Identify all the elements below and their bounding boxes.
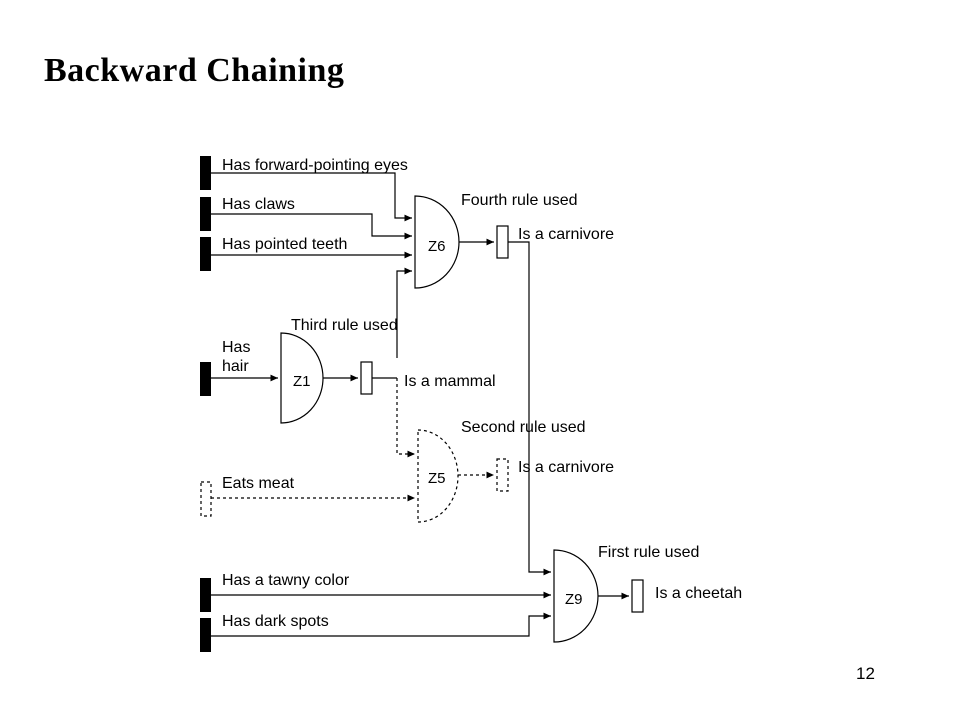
fact-label-claws: Has claws [222,196,295,213]
rule-gate-z1 [280,332,324,424]
rule-gate-z6 [414,195,460,289]
rule-label-second: Second rule used [461,419,586,436]
rule-label-first: First rule used [598,544,699,561]
fact-label-forward-eyes: Has forward-pointing eyes [222,157,408,174]
fact-block-tawny [200,578,211,612]
fact-label-hair: hair [222,358,249,375]
fact-block-claws [200,197,211,231]
fact-label-tawny: Has a tawny color [222,572,350,589]
conclusion-label-cheetah: Is a cheetah [655,585,742,602]
conclusion-block-carnivore-z6 [496,225,509,259]
gate-label-z9: Z9 [565,591,583,608]
conclusion-block-carnivore-z5 [496,458,509,492]
wire-mammal-to-z5 [396,378,415,458]
fact-block-dark-spots [200,618,211,652]
gate-label-z1: Z1 [293,373,311,390]
page-title: Backward Chaining [44,52,345,89]
wire-claws [211,213,412,240]
fact-block-hair [200,362,211,396]
gate-label-z5: Z5 [428,470,446,487]
fact-block-forward-eyes [200,156,211,190]
conclusion-label-carnivore-z5: Is a carnivore [518,459,614,476]
conclusion-block-mammal [360,361,373,395]
fact-label-has: Has [222,339,250,356]
wire-carnivore-to-z9 [508,241,551,576]
page-number: 12 [856,664,875,683]
fact-label-pointed-teeth: Has pointed teeth [222,236,347,253]
wire-mammal-to-z6 [396,267,412,358]
conclusion-label-carnivore-z6: Is a carnivore [518,226,614,243]
fact-label-eats-meat: Eats meat [222,475,295,492]
fact-block-pointed-teeth [200,237,211,271]
rule-gate-z5 [417,429,459,523]
conclusion-label-mammal: Is a mammal [404,373,496,390]
fact-label-dark-spots: Has dark spots [222,613,329,630]
gate-label-z6: Z6 [428,238,446,255]
rule-label-fourth: Fourth rule used [461,192,578,209]
wire-dark-spots [211,612,551,637]
conclusion-block-cheetah [631,579,644,613]
rule-label-third: Third rule used [291,317,398,334]
wire-forward-eyes [211,172,412,222]
rule-gate-z9 [553,549,599,643]
fact-block-eats-meat [200,481,212,517]
